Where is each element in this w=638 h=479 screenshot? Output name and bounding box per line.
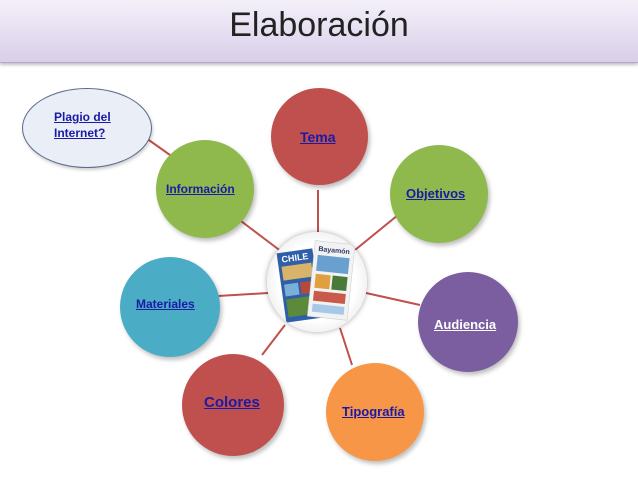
brochure2-title: Bayamón <box>318 246 350 256</box>
title-bar <box>0 0 638 63</box>
connector-tipografia <box>339 327 353 366</box>
connector-callout <box>145 137 171 156</box>
label-tipografia[interactable]: Tipografía <box>342 404 405 419</box>
center-image: CHILE Bayamón <box>267 232 367 332</box>
node-tema <box>271 88 368 185</box>
node-objetivos <box>390 145 488 243</box>
label-tema[interactable]: Tema <box>300 129 336 145</box>
callout-text[interactable]: Plagio del Internet? <box>54 109 134 141</box>
brochure-illustration: CHILE Bayamón <box>276 240 356 323</box>
node-colores <box>182 354 284 456</box>
callout-line-1: Plagio del <box>54 110 111 124</box>
connector-audiencia <box>365 292 421 306</box>
connector-materiales <box>217 292 269 297</box>
node-materiales <box>120 257 220 357</box>
node-informacion <box>156 140 254 238</box>
callout-line-2: Internet? <box>54 126 106 140</box>
connector-objetivos <box>354 214 399 251</box>
label-audiencia[interactable]: Audiencia <box>434 317 497 332</box>
node-tipografia <box>326 363 424 461</box>
label-colores[interactable]: Colores <box>204 394 260 411</box>
label-materiales[interactable]: Materiales <box>136 297 195 311</box>
page-title: Elaboración <box>229 6 409 44</box>
node-audiencia <box>418 272 518 372</box>
brochure1-title: CHILE <box>281 251 309 265</box>
connector-colores <box>261 324 286 356</box>
label-informacion[interactable]: Información <box>166 182 235 196</box>
callout-plagio <box>22 88 152 168</box>
label-objetivos[interactable]: Objetivos <box>406 186 466 201</box>
